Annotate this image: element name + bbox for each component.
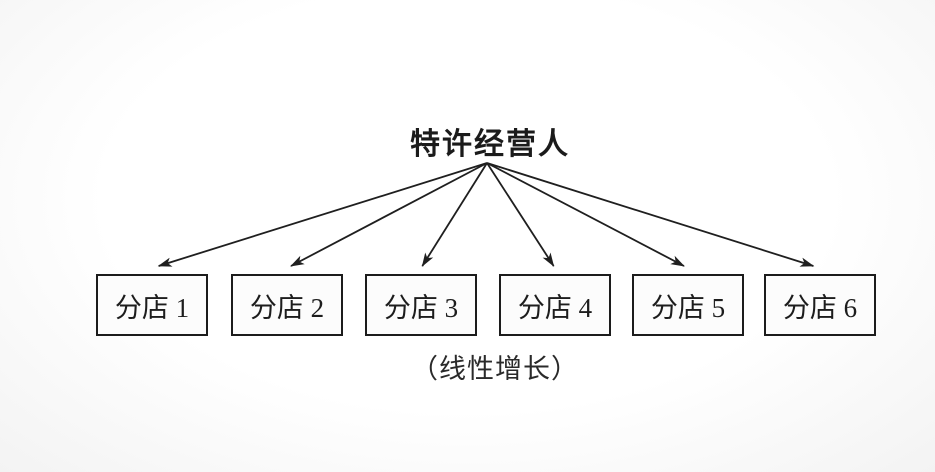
arrow-to-branch-5 xyxy=(486,162,685,267)
arrow-to-branch-1 xyxy=(157,162,488,267)
branch-node-1: 分店 1 xyxy=(96,274,208,336)
arrow-lines-group xyxy=(157,162,815,267)
diagram-caption: （线性增长） xyxy=(411,354,579,384)
arrow-to-branch-4 xyxy=(486,162,555,267)
root-node-label: 特许经营人 xyxy=(410,128,570,161)
branch-node-3: 分店 3 xyxy=(365,274,477,336)
branch-node-5: 分店 5 xyxy=(632,274,744,336)
branch-node-4: 分店 4 xyxy=(499,274,611,336)
arrow-to-branch-3 xyxy=(421,162,488,267)
arrow-to-branch-6 xyxy=(486,162,815,267)
arrow-to-branch-2 xyxy=(290,162,488,267)
branch-node-6: 分店 6 xyxy=(764,274,876,336)
branch-node-2: 分店 2 xyxy=(231,274,343,336)
